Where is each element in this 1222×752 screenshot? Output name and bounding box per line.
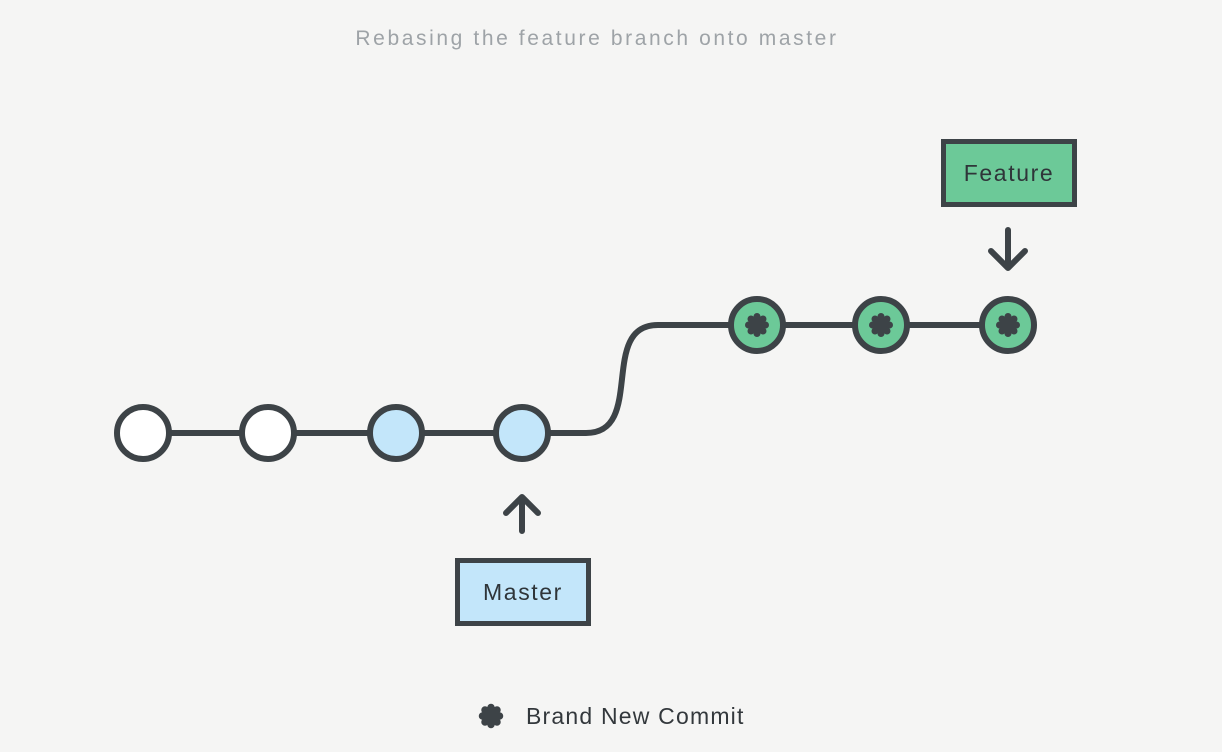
master-commit-1 [114, 404, 172, 462]
arrow-down-icon [988, 227, 1028, 271]
legend-label: Brand New Commit [526, 702, 745, 729]
arrow-up-icon [503, 494, 541, 534]
legend: Brand New Commit [477, 702, 745, 730]
master-commit-4 [493, 404, 551, 462]
asterisk-icon [996, 313, 1020, 337]
asterisk-icon [478, 703, 504, 729]
asterisk-icon [869, 313, 893, 337]
master-branch-label: Master [455, 558, 591, 626]
diagram-title: Rebasing the feature branch onto master [355, 27, 839, 50]
rebase-curve-line [522, 322, 757, 436]
master-label-text: Master [483, 578, 563, 605]
asterisk-icon [745, 313, 769, 337]
feature-label-text: Feature [963, 159, 1055, 186]
graph-strokes [114, 227, 1037, 534]
master-commit-2 [239, 404, 297, 462]
feature-branch-label: Feature [941, 139, 1077, 207]
master-commit-3 [367, 404, 425, 462]
